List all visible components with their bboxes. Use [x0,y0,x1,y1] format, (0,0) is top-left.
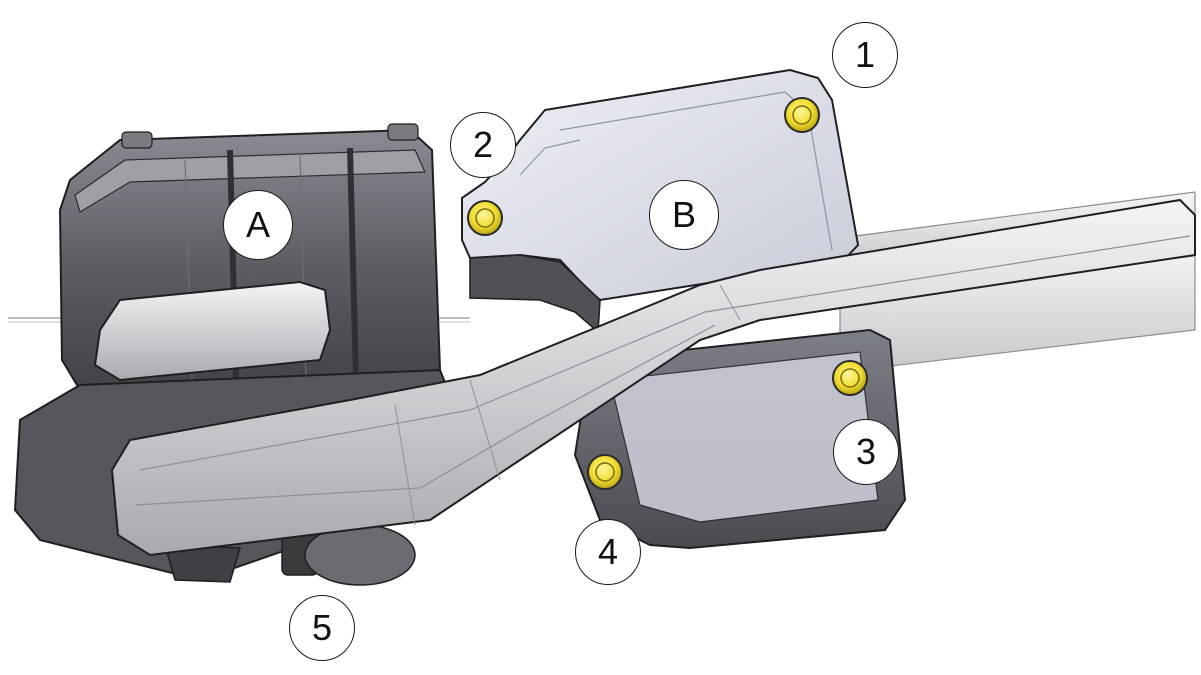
callout-4: 4 [575,519,641,585]
callout-3: 3 [833,419,899,485]
bolt-3 [832,360,868,396]
bolt-head-icon [595,462,615,482]
bolt-head-icon [475,208,495,228]
callout-b: B [649,180,719,250]
callout-2: 2 [450,112,516,178]
bolt-head-icon [840,368,860,388]
callout-5: 5 [289,595,355,661]
bolt-1 [784,97,820,133]
callout-1: 1 [832,22,898,88]
brake-lever [93,198,1196,557]
callout-a: A [223,190,293,260]
bolt-2 [467,200,503,236]
bolt-head-icon [792,105,812,125]
bolt-4 [587,454,623,490]
cover-plate-b [461,68,907,550]
